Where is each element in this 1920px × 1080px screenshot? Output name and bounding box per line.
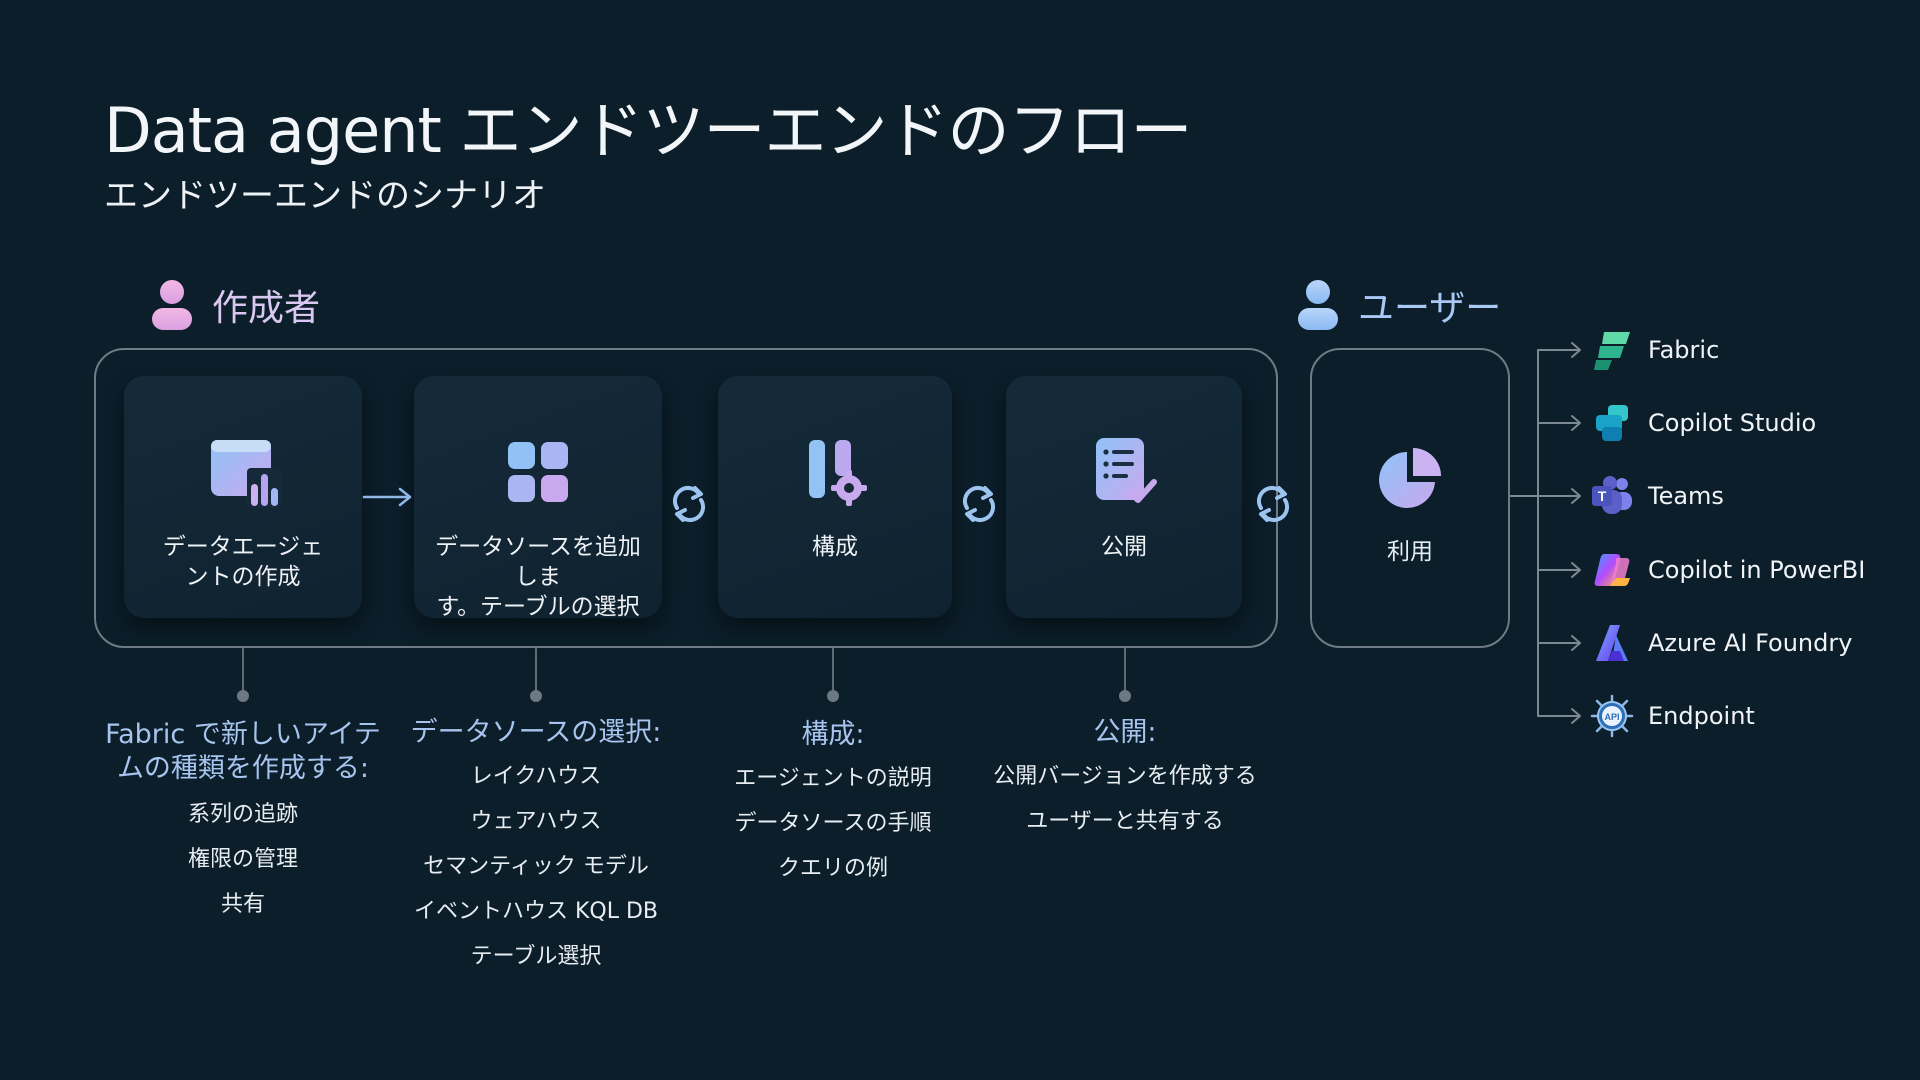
arrow-right-icon — [362, 485, 414, 509]
refresh-cycle-icon — [959, 482, 999, 526]
target-teams[interactable]: T Teams — [1590, 474, 1724, 518]
detail-item: 権限の管理 — [187, 847, 298, 872]
detail-connector — [242, 648, 244, 694]
detail-item: イベントハウス KQL DB — [413, 899, 659, 924]
detail-item: テーブル選択 — [470, 944, 602, 969]
role-user: ユーザー — [1296, 278, 1501, 332]
teams-icon: T — [1590, 474, 1634, 518]
detail-connector — [832, 648, 834, 694]
person-icon — [150, 278, 194, 332]
detail-item: ウェアハウス — [470, 809, 602, 834]
step-create-agent[interactable]: データエージェ ントの作成 — [124, 376, 362, 618]
target-azure-ai-foundry[interactable]: Azure AI Foundry — [1590, 621, 1852, 665]
detail-connector-dot — [1119, 690, 1131, 702]
page-subtitle: エンドツーエンドのシナリオ — [104, 176, 546, 216]
page-title: Data agent エンドツーエンドのフロー — [104, 94, 1193, 167]
step-publish[interactable]: 公開 — [1006, 376, 1242, 618]
detail-connector — [535, 648, 537, 694]
detail-item: セマンティック モデル — [423, 854, 649, 879]
fabric-icon — [1590, 328, 1634, 372]
target-copilot-powerbi[interactable]: Copilot in PowerBI — [1590, 548, 1865, 592]
detail-item: クエリの例 — [777, 856, 888, 881]
detail-item: ユーザーと共有する — [1026, 809, 1224, 834]
detail-connector-dot — [827, 690, 839, 702]
target-label: Fabric — [1648, 336, 1720, 364]
detail-connector — [1124, 648, 1126, 694]
refresh-cycle-icon — [669, 482, 709, 526]
step-add-datasource[interactable]: データソースを追加しま す。テーブルの選択 — [414, 376, 662, 620]
detail-publish: 公開: 公開バージョンを作成する ユーザーと共有する — [975, 716, 1275, 844]
role-creator: 作成者 — [150, 278, 320, 332]
step-label: データエージェ ントの作成 — [162, 534, 324, 590]
svg-text:API: API — [1604, 712, 1619, 722]
checklist-icon — [1084, 432, 1164, 512]
copilot-studio-icon — [1590, 401, 1634, 445]
target-label: Copilot in PowerBI — [1648, 556, 1866, 584]
pie-chart-icon — [1375, 444, 1445, 514]
api-endpoint-icon: API — [1590, 694, 1634, 738]
target-label: Azure AI Foundry — [1648, 629, 1853, 657]
step-label: 構成 — [812, 534, 858, 560]
role-label: 作成者 — [212, 288, 321, 329]
refresh-cycle-icon — [1253, 482, 1293, 526]
detail-heading: データソースの選択: — [410, 717, 662, 748]
detail-add-datasource: データソースの選択: レイクハウス ウェアハウス セマンティック モデル イベン… — [386, 716, 686, 979]
step-label: 利用 — [1387, 539, 1433, 565]
detail-item: レイクハウス — [470, 764, 602, 789]
svg-text:T: T — [1598, 488, 1607, 504]
person-icon — [1296, 278, 1340, 332]
detail-connector-dot — [237, 690, 249, 702]
step-configure[interactable]: 構成 — [718, 376, 952, 618]
detail-item: エージェントの説明 — [734, 766, 932, 791]
detail-heading: Fabric で新しいアイテ ムの種類を作成する: — [105, 719, 381, 784]
step-label: 公開 — [1101, 534, 1147, 560]
copilot-icon — [1590, 548, 1634, 592]
detail-item: 共有 — [220, 892, 265, 917]
apps-grid-icon — [498, 432, 578, 512]
dashboard-chart-icon — [203, 432, 283, 512]
target-endpoint[interactable]: API Endpoint — [1590, 694, 1755, 738]
detail-item: 系列の追跡 — [187, 802, 298, 827]
role-label: ユーザー — [1358, 288, 1502, 329]
target-label: Copilot Studio — [1648, 409, 1817, 437]
target-label: Endpoint — [1648, 702, 1755, 730]
step-use[interactable]: 利用 — [1312, 350, 1508, 646]
detail-configure: 構成: エージェントの説明 データソースの手順 クエリの例 — [683, 718, 983, 891]
detail-item: 公開バージョンを作成する — [993, 764, 1257, 789]
detail-connector-dot — [530, 690, 542, 702]
detail-heading: 公開: — [1093, 717, 1157, 748]
target-label: Teams — [1648, 482, 1724, 510]
detail-create-agent: Fabric で新しいアイテ ムの種類を作成する: 系列の追跡 権限の管理 共有 — [93, 718, 393, 927]
target-fabric[interactable]: Fabric — [1590, 328, 1719, 372]
user-flow-frame — [1310, 348, 1510, 648]
target-branch-lines — [1510, 342, 1581, 724]
target-copilot-studio[interactable]: Copilot Studio — [1590, 401, 1816, 445]
detail-item: データソースの手順 — [734, 811, 932, 836]
azure-ai-foundry-icon — [1590, 621, 1634, 665]
detail-heading: 構成: — [801, 719, 865, 750]
step-label: データソースを追加しま す。テーブルの選択 — [435, 534, 641, 620]
settings-config-icon — [795, 432, 875, 512]
